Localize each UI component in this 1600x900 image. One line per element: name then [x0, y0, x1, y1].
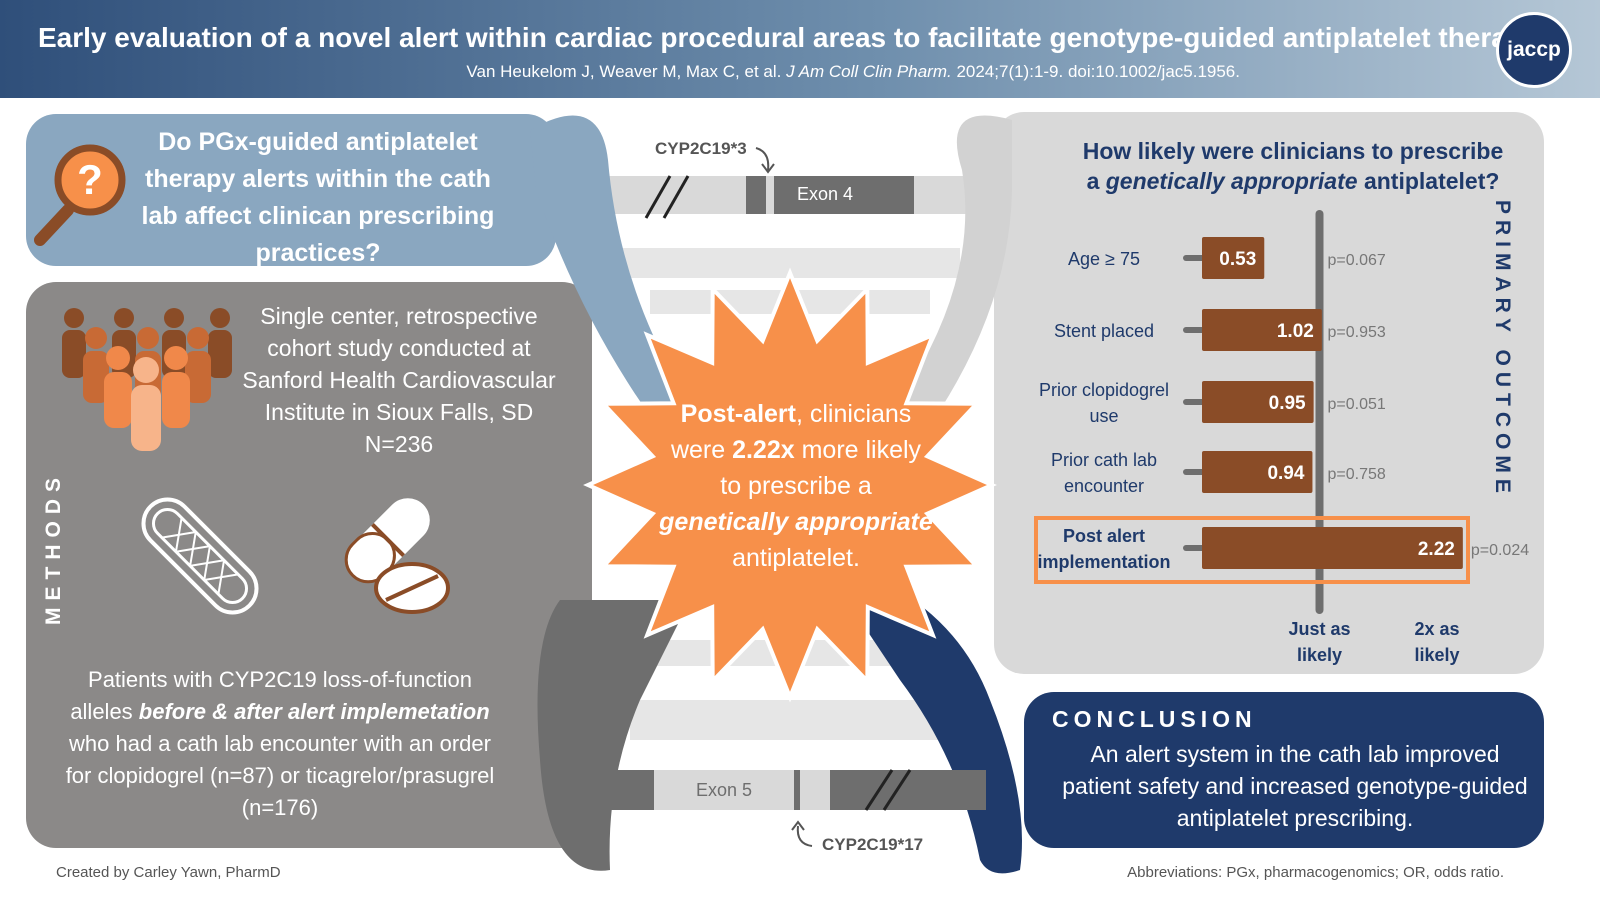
highlight-box: [1034, 516, 1470, 584]
exon5-block: [654, 770, 794, 810]
exon4-block: [774, 176, 914, 214]
burst-bold: Post-alert: [680, 400, 796, 428]
citation: Van Heukelom J, Weaver M, Max C, et al. …: [0, 62, 1240, 82]
bar-value-label: 2.22: [1418, 539, 1455, 560]
p-value-label: p=0.051: [1328, 396, 1386, 413]
category-label: Prior clopidogrel: [1039, 380, 1169, 400]
primary-outcome-label: PRIMARY OUTCOME: [1491, 200, 1514, 499]
break-mark-icon: [644, 175, 672, 219]
category-label: encounter: [1064, 476, 1144, 496]
p-value-label: p=0.758: [1328, 466, 1386, 483]
question-text: Do PGx-guided antiplatelet therapy alert…: [141, 128, 495, 267]
page-title: Early evaluation of a novel alert within…: [38, 22, 1540, 53]
population-description: Patients with CYP2C19 loss-of-function a…: [60, 664, 500, 824]
category-label: Post alert: [1063, 526, 1145, 546]
methods-line: cohort study conducted at: [267, 335, 531, 361]
starburst-shape: [583, 267, 997, 703]
conclusion-panel: [1024, 692, 1544, 848]
chart-title: How likely were clinicians to prescribe …: [1066, 136, 1520, 196]
exon-marker-top: [746, 176, 766, 214]
category-label: Prior cath lab: [1051, 450, 1157, 470]
burst-text: antiplatelet.: [732, 544, 860, 572]
burst-emphasis: genetically appropriate: [659, 508, 933, 536]
p-value-label: p=0.953: [1328, 324, 1386, 341]
arrow-up-icon: [796, 825, 813, 847]
bar: [1202, 237, 1265, 279]
bar-value-label: 1.02: [1277, 321, 1314, 342]
magnifier-question-icon: ?: [34, 144, 126, 246]
bar-value-label: 0.95: [1269, 393, 1306, 414]
dna-strand-gray-top: [900, 115, 1012, 411]
bar: [1202, 451, 1313, 493]
burst-text: more likely: [794, 436, 922, 464]
chart-title-emphasis: genetically appropriate: [1105, 168, 1358, 194]
dna-rung: [630, 700, 970, 740]
header-banner: [0, 0, 1600, 98]
category-label: Age ≥ 75: [1068, 249, 1140, 269]
chart-title-pre: a: [1086, 168, 1106, 194]
citation-details: 2024;7(1):1-9. doi:10.1002/jac5.1956.: [951, 62, 1240, 81]
bar-value-label: 0.53: [1219, 249, 1256, 270]
break-mark-icon: [662, 175, 690, 219]
exon5-label: Exon 5: [696, 780, 752, 800]
people-group-icon: [62, 308, 232, 451]
bar: [1202, 381, 1314, 423]
population-emphasis: before & after alert implemetation: [138, 699, 490, 724]
burst-text: were: [670, 436, 733, 464]
axis-label: Just as: [1288, 619, 1350, 639]
cyp-bottom-label: CYP2C19*17: [822, 835, 923, 854]
population-pre: Patients with CYP2C19 loss-of-function a…: [70, 667, 472, 724]
cyp-top-label: CYP2C19*3: [655, 139, 747, 158]
credit-text: Created by Carley Yawn, PharmD: [56, 864, 281, 881]
burst-text: to prescribe a: [720, 472, 872, 500]
dna-strand-gray-bottom: [537, 600, 690, 871]
p-value-label: p=0.067: [1328, 252, 1386, 269]
jaccp-logo[interactable]: jaccp: [1496, 12, 1572, 88]
svg-text:?: ?: [77, 156, 103, 203]
methods-label: METHODS: [42, 471, 65, 625]
arrow-down-icon: [761, 163, 775, 174]
category-label: use: [1089, 406, 1118, 426]
population-post: who had a cath lab encounter with an ord…: [65, 731, 495, 820]
category-label: Stent placed: [1054, 321, 1154, 341]
bar: [1202, 527, 1463, 569]
category-label: implementation: [1037, 552, 1170, 572]
methods-line: Institute in Sioux Falls, SD: [264, 399, 534, 425]
exon4-label: Exon 4: [797, 184, 853, 204]
axis-label: likely: [1297, 645, 1342, 665]
arrow-up-icon: [791, 820, 805, 831]
axis-label: likely: [1414, 645, 1459, 665]
odds-ratio-chart: 0.53 p=0.067 Age ≥ 75 1.02 p=0.953 Stent plac…: [1034, 210, 1529, 665]
arrow-down-icon: [755, 147, 770, 171]
axis-label: 2x as: [1414, 619, 1459, 639]
exon-marker-bottom: [800, 770, 830, 810]
abbreviations-text: Abbreviations: PGx, pharmacogenomics; OR…: [1127, 864, 1504, 881]
bar-value-label: 0.94: [1267, 463, 1304, 484]
key-finding: Post-alert, clinicians were 2.22x more l…: [646, 396, 946, 576]
chart-title-post: antiplatelet?: [1357, 168, 1500, 194]
burst-text: , clinicians: [795, 400, 912, 428]
stent-icon: [141, 497, 259, 615]
methods-line: Single center, retrospective: [260, 303, 538, 329]
bar: [1202, 309, 1322, 351]
conclusion-text: An alert system in the cath lab improved…: [1062, 741, 1528, 831]
sample-size: N=236: [364, 431, 434, 457]
methods-description: Single center, retrospective cohort stud…: [234, 300, 564, 460]
citation-authors: Van Heukelom J, Weaver M, Max C, et al.: [466, 62, 787, 81]
citation-journal: J Am Coll Clin Pharm.: [786, 62, 952, 81]
burst-bold: 2.22x: [732, 436, 795, 464]
break-mark-icon: [882, 769, 912, 811]
conclusion-label: CONCLUSION: [1052, 706, 1257, 732]
break-mark-icon: [864, 769, 894, 811]
chart-title-line: How likely were clinicians to prescribe: [1082, 138, 1504, 164]
p-value-label: p=0.024: [1471, 542, 1529, 559]
pills-icon: [344, 498, 450, 614]
methods-line: Sanford Health Cardiovascular: [242, 367, 556, 393]
